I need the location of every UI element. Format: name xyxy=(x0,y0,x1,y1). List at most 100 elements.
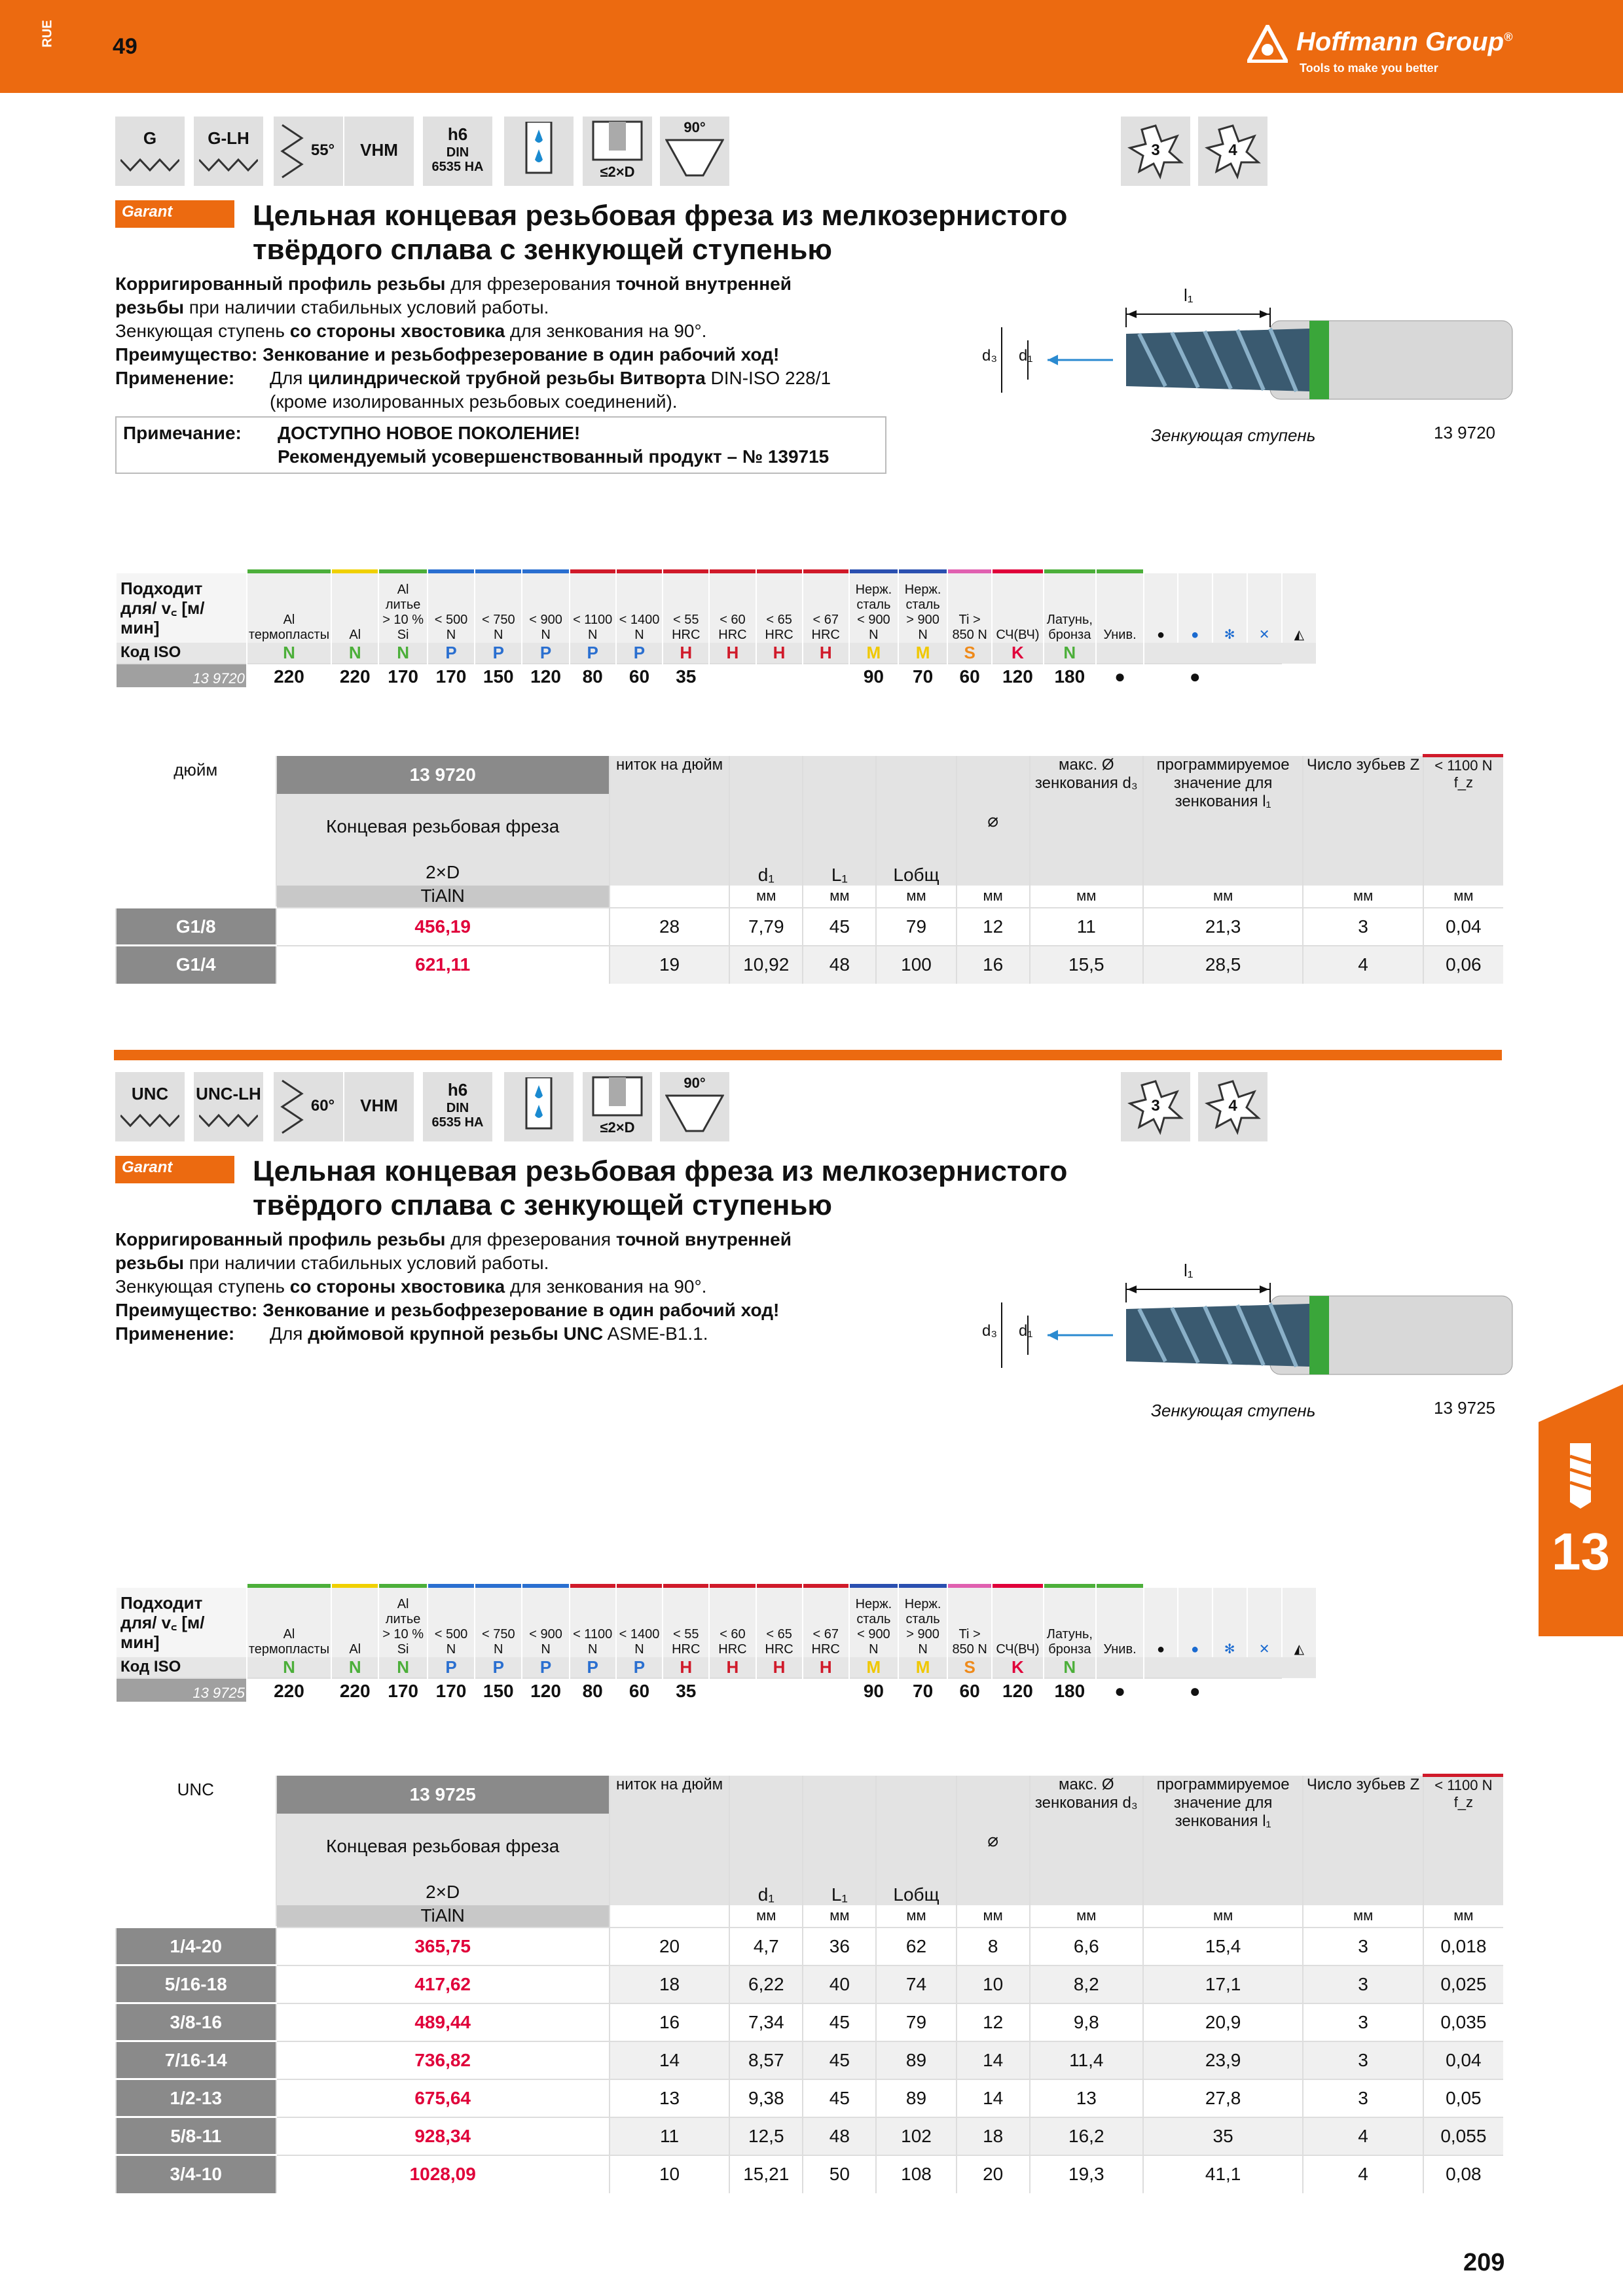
material-col: < 1400 N xyxy=(615,573,663,643)
iso-code: N xyxy=(1042,1657,1096,1678)
price[interactable]: 736,82 xyxy=(275,2040,610,2079)
price[interactable]: 621,11 xyxy=(275,944,610,984)
iso-code: P xyxy=(568,1657,616,1678)
iso-code: H xyxy=(755,1657,803,1678)
ltotal: 89 xyxy=(875,2040,957,2079)
tpi: 13 xyxy=(608,2078,730,2117)
d1: 10,92 xyxy=(729,944,803,984)
unit-mm: мм xyxy=(875,885,957,908)
material-color-bar xyxy=(331,1584,379,1588)
material-color-bar xyxy=(991,1584,1044,1588)
product-code: 13 9720 xyxy=(275,755,610,794)
price[interactable]: 456,19 xyxy=(275,906,610,946)
teeth: 3 xyxy=(1302,1964,1423,2003)
thread-type-lh-icon: G-LH xyxy=(194,117,263,186)
iso-code: K xyxy=(991,1657,1044,1678)
tpi: 16 xyxy=(608,2002,730,2041)
col-programmable: программируемое значение для зенкования … xyxy=(1142,755,1304,886)
material-col: < 900 N xyxy=(521,573,570,643)
tpi: 10 xyxy=(608,2154,730,2193)
coolant-icon xyxy=(504,1072,574,1141)
iso-code: N xyxy=(1042,643,1096,664)
drawing-code: 13 9725 xyxy=(1434,1398,1495,1418)
unit-label: UNC xyxy=(177,1779,214,1799)
product-title: Цельная концевая резьбовая фреза из мелк… xyxy=(253,1155,1068,1187)
unit-mm: мм xyxy=(729,1905,803,1928)
cutting-speed: ● xyxy=(1176,1677,1213,1702)
price[interactable]: 365,75 xyxy=(275,1926,610,1965)
flutes-4-icon: 4 xyxy=(1198,1072,1267,1141)
price[interactable]: 417,62 xyxy=(275,1964,610,2003)
cutting-speed xyxy=(1211,1677,1247,1702)
vc-code: 13 9720 xyxy=(115,663,247,687)
chapter-tab[interactable]: 13 xyxy=(1539,1384,1623,1636)
col-max-countersink: макс. Ø зенкования d₃ xyxy=(1029,1775,1143,1905)
l1: 48 xyxy=(802,944,877,984)
cutting-speed: 120 xyxy=(521,1677,570,1702)
cutting-speed xyxy=(1246,663,1282,687)
material-color-bar xyxy=(615,569,663,573)
iso-code xyxy=(1095,1657,1144,1678)
unit-mm: мм xyxy=(1142,1905,1304,1928)
material-col: < 67 HRC xyxy=(801,573,849,643)
l1: 45 xyxy=(802,2002,877,2041)
iso-code xyxy=(1095,643,1144,664)
max-countersink: 16,2 xyxy=(1029,2116,1143,2155)
price[interactable]: 1028,09 xyxy=(275,2154,610,2193)
iso-code: M xyxy=(848,1657,898,1678)
teeth: 4 xyxy=(1302,2154,1423,2193)
material-col: Ti > 850 N xyxy=(947,573,993,643)
ltotal: 74 xyxy=(875,1964,957,2003)
d1: 7,34 xyxy=(729,2002,803,2041)
material-col: Нерж. сталь > 900 N xyxy=(897,1588,948,1657)
price[interactable]: 928,34 xyxy=(275,2116,610,2155)
cutting-speed: 90 xyxy=(848,663,898,687)
iso-code: N xyxy=(331,1657,379,1678)
material-col: Al термопласты xyxy=(246,573,332,643)
product-title-line2: твёрдого сплава с зенкующей ступенью xyxy=(253,234,832,266)
material-col: < 1100 N xyxy=(568,573,616,643)
unit-mm: мм xyxy=(1302,1905,1423,1928)
table-row: G1/8 456,19 28 7,79 45 79 12 11 21,3 3 0… xyxy=(115,906,1503,946)
cutting-speed: 60 xyxy=(615,1677,663,1702)
material-color-bar xyxy=(1042,569,1096,573)
thread-size: 1/2-13 xyxy=(115,2078,276,2117)
fz: 0,055 xyxy=(1422,2116,1503,2155)
col-l1: L₁ xyxy=(802,1775,877,1905)
countersink-90-icon: 90° xyxy=(660,1072,729,1141)
ltotal: 79 xyxy=(875,2002,957,2041)
label-d3: d₃ xyxy=(982,1322,998,1340)
flutes-4-icon: 4 xyxy=(1198,117,1267,186)
l1: 50 xyxy=(802,2154,877,2193)
teeth: 3 xyxy=(1302,1926,1423,1965)
cutting-speed: 120 xyxy=(991,1677,1044,1702)
teeth: 3 xyxy=(1302,2040,1423,2079)
iso-code: H xyxy=(801,643,849,664)
price[interactable]: 675,64 xyxy=(275,2078,610,2117)
thread-angle-icon: 60° xyxy=(274,1072,343,1141)
d1: 7,79 xyxy=(729,906,803,946)
cutting-speed: 170 xyxy=(378,1677,428,1702)
thread-type-icon: UNC xyxy=(115,1072,185,1141)
d1: 6,22 xyxy=(729,1964,803,2003)
table-row: 7/16-14 736,82 14 8,57 45 89 14 11,4 23,… xyxy=(115,2040,1503,2079)
col-d1: d₁ xyxy=(729,1775,803,1905)
price[interactable]: 489,44 xyxy=(275,2002,610,2041)
spray-icon: ✻ xyxy=(1211,1588,1247,1657)
max-countersink: 6,6 xyxy=(1029,1926,1143,1965)
thread-size: 5/16-18 xyxy=(115,1964,276,2003)
material-color-bar xyxy=(897,1584,948,1588)
mql-icon: ◭ xyxy=(1281,573,1316,643)
page-number-bottom: 209 xyxy=(1463,2249,1505,2276)
garant-logo: Garant xyxy=(115,1156,234,1183)
max-countersink: 8,2 xyxy=(1029,1964,1143,2003)
cutting-speed: 70 xyxy=(897,1677,948,1702)
table-row: 1/4-20 365,75 20 4,7 36 62 8 6,6 15,4 3 … xyxy=(115,1926,1503,1965)
thread-size: G1/4 xyxy=(115,944,276,984)
table-row: G1/4 621,11 19 10,92 48 100 16 15,5 28,5… xyxy=(115,944,1503,984)
fz: 0,035 xyxy=(1422,2002,1503,2041)
unit-mm: мм xyxy=(1142,885,1304,908)
material-color-bar xyxy=(246,569,332,573)
